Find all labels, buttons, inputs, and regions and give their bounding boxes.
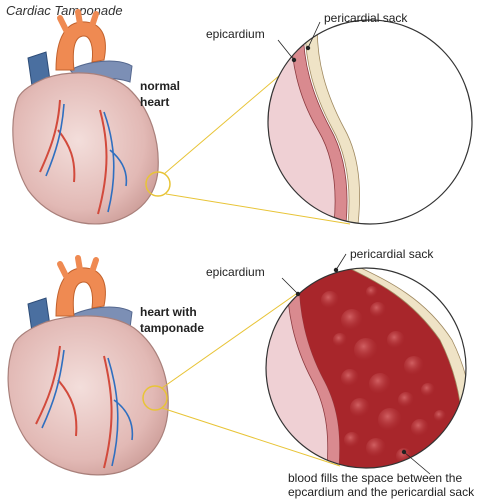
tamponade-heart-caption-line1: heart with — [140, 305, 197, 319]
magnifier-spot — [142, 385, 168, 411]
normal-heart-caption-line2: heart — [140, 95, 169, 109]
tamponade-heart-caption-line2: tamponade — [140, 321, 204, 335]
diagram-title: Cardiac Tamponade — [6, 3, 123, 18]
normal-heart-caption-line1: normal — [140, 79, 180, 93]
normal-heart-illustration — [12, 9, 171, 225]
magnifier-spot — [145, 171, 171, 197]
tamponade-heart-illustration — [7, 255, 169, 476]
blood-note-line2: epcardium and the pericardial sack — [288, 485, 475, 499]
normal-magnifier-circle — [268, 20, 472, 224]
blood-note-line1: blood fills the space between the — [288, 471, 462, 485]
tamponade-magnifier-circle — [266, 268, 466, 468]
normal-pericardial-label: pericardial sack — [324, 11, 408, 25]
tamponade-pericardial-label: pericardial sack — [350, 247, 434, 261]
normal-epicardium-label: epicardium — [206, 27, 265, 41]
tamponade-epicardium-label: epicardium — [206, 265, 265, 279]
